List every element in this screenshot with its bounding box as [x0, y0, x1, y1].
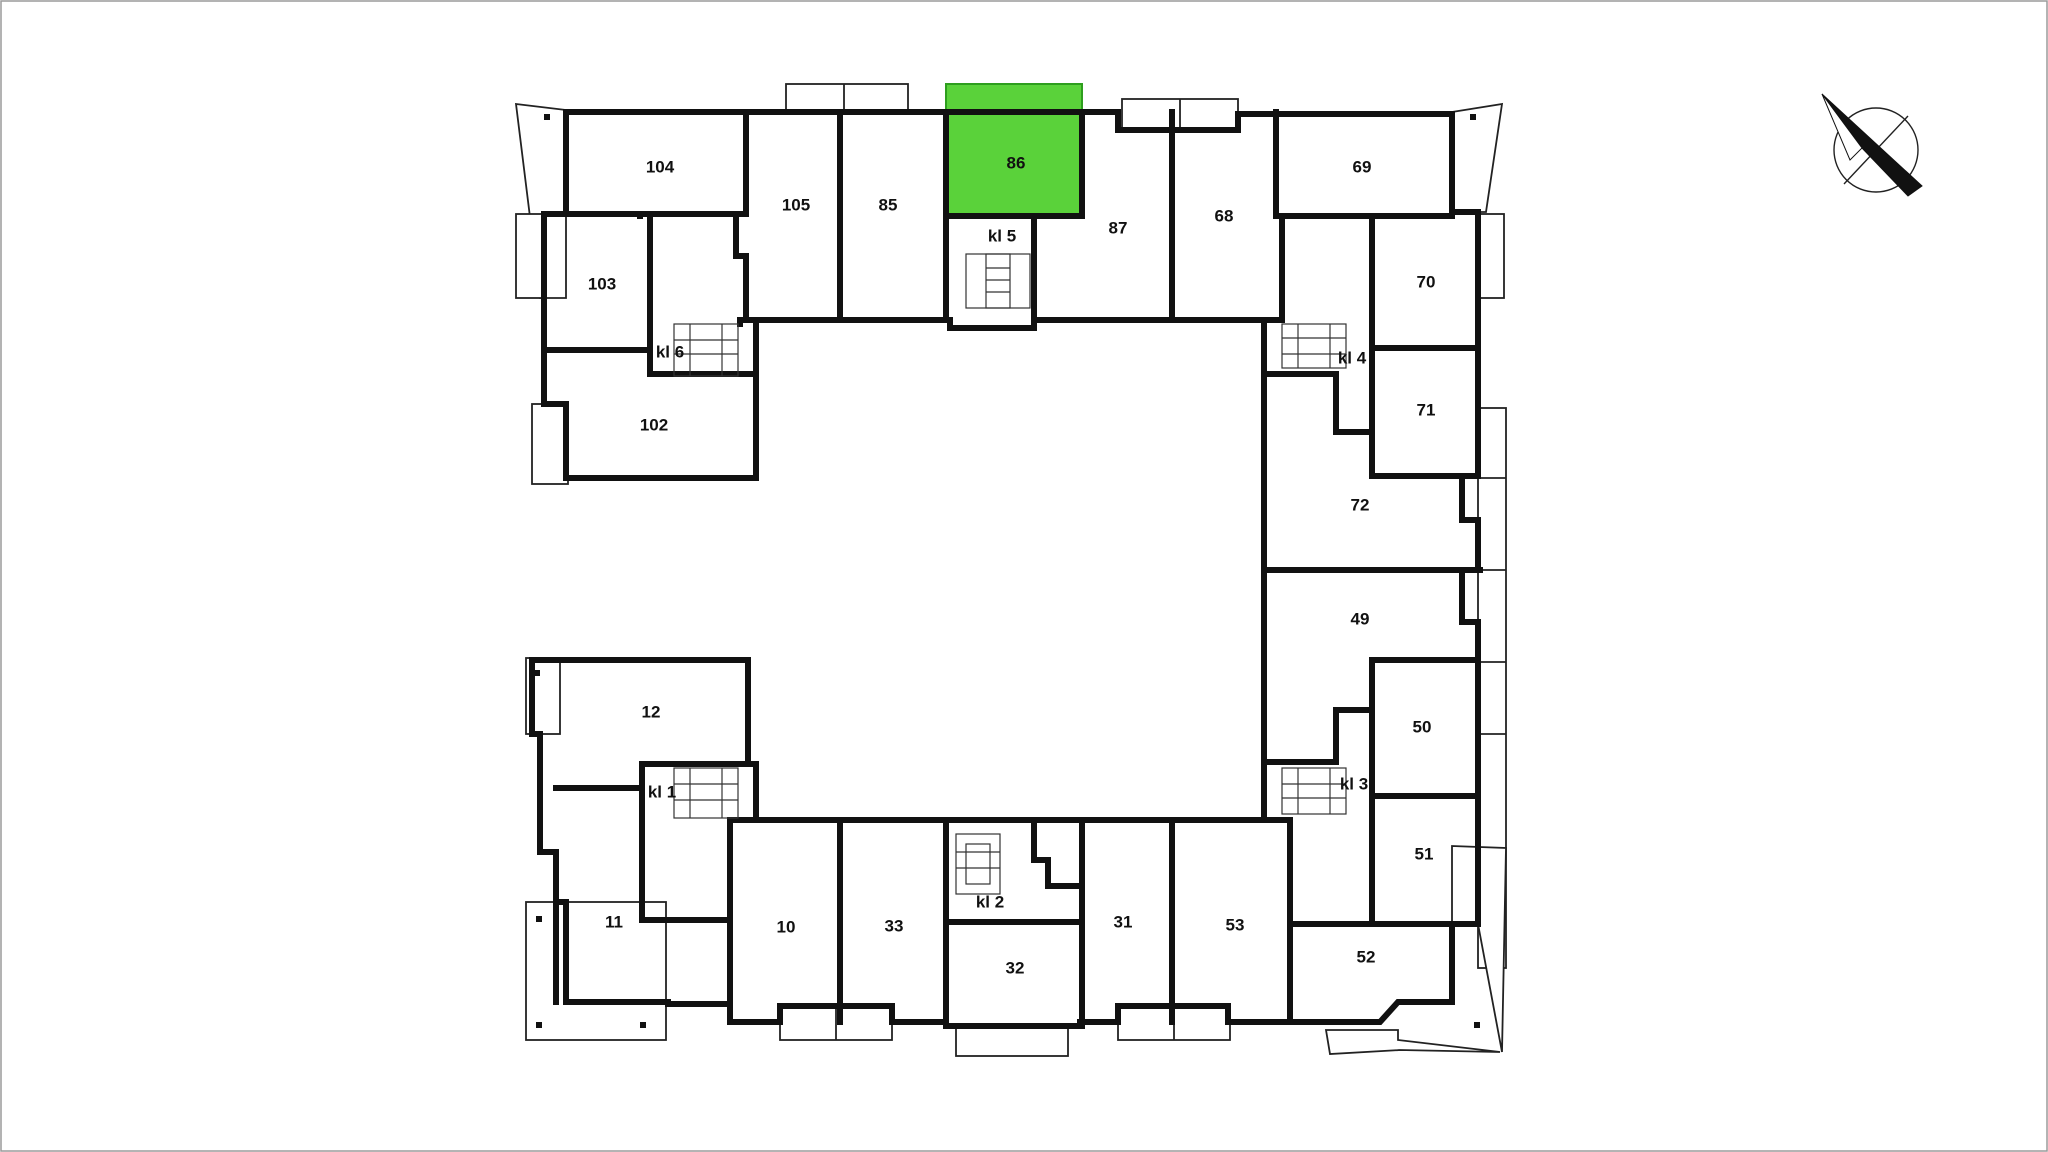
- unit-69[interactable]: 69: [1353, 158, 1372, 177]
- unit-70[interactable]: 70: [1417, 273, 1436, 292]
- unit-31[interactable]: 31: [1114, 913, 1133, 932]
- staircase-label: kl 4: [1338, 349, 1367, 368]
- unit-50[interactable]: 50: [1413, 718, 1432, 737]
- staircase-label: kl 6: [656, 343, 684, 362]
- stair-kl1: [673, 767, 739, 819]
- unit-85[interactable]: 85: [879, 196, 898, 215]
- unit-labels[interactable]: 104 105 85 86 87 68 69 103 102 70 71 72 …: [588, 154, 1436, 978]
- stairs: [673, 253, 1347, 895]
- stair-kl3: [1281, 767, 1347, 815]
- unit-102[interactable]: 102: [640, 416, 668, 435]
- unit-72[interactable]: 72: [1351, 496, 1370, 515]
- unit-103[interactable]: 103: [588, 275, 616, 294]
- north-arrow-icon: [1821, 93, 1923, 197]
- staircase-labels: kl 1 kl 2 kl 3 kl 4 kl 5 kl 6: [648, 227, 1368, 912]
- unit-87[interactable]: 87: [1109, 219, 1128, 238]
- unit-105[interactable]: 105: [782, 196, 810, 215]
- staircase-label: kl 5: [988, 227, 1016, 246]
- unit-10[interactable]: 10: [777, 918, 796, 937]
- pillar-markers: [534, 114, 1480, 1028]
- unit-11[interactable]: 11: [605, 913, 623, 932]
- unit-53[interactable]: 53: [1226, 916, 1245, 935]
- staircase-label: kl 2: [976, 893, 1004, 912]
- unit-33[interactable]: 33: [885, 917, 904, 936]
- unit-49[interactable]: 49: [1351, 610, 1370, 629]
- staircase-label: kl 3: [1340, 775, 1368, 794]
- unit-68[interactable]: 68: [1215, 207, 1234, 226]
- stair-kl5: [965, 253, 1031, 309]
- stair-kl2: [955, 833, 1001, 895]
- unit-51[interactable]: 51: [1415, 845, 1434, 864]
- staircase-label: kl 1: [648, 783, 676, 802]
- stair-kl6: [673, 323, 739, 377]
- unit-highlight: [945, 83, 1083, 217]
- unit-104[interactable]: 104: [646, 158, 675, 177]
- unit-32[interactable]: 32: [1006, 959, 1025, 978]
- unit-52[interactable]: 52: [1357, 948, 1376, 967]
- unit-86[interactable]: 86: [1007, 154, 1026, 173]
- unit-71[interactable]: 71: [1417, 401, 1436, 420]
- stair-kl4: [1281, 323, 1347, 369]
- unit-12[interactable]: 12: [642, 703, 661, 722]
- walls: [529, 109, 1483, 1029]
